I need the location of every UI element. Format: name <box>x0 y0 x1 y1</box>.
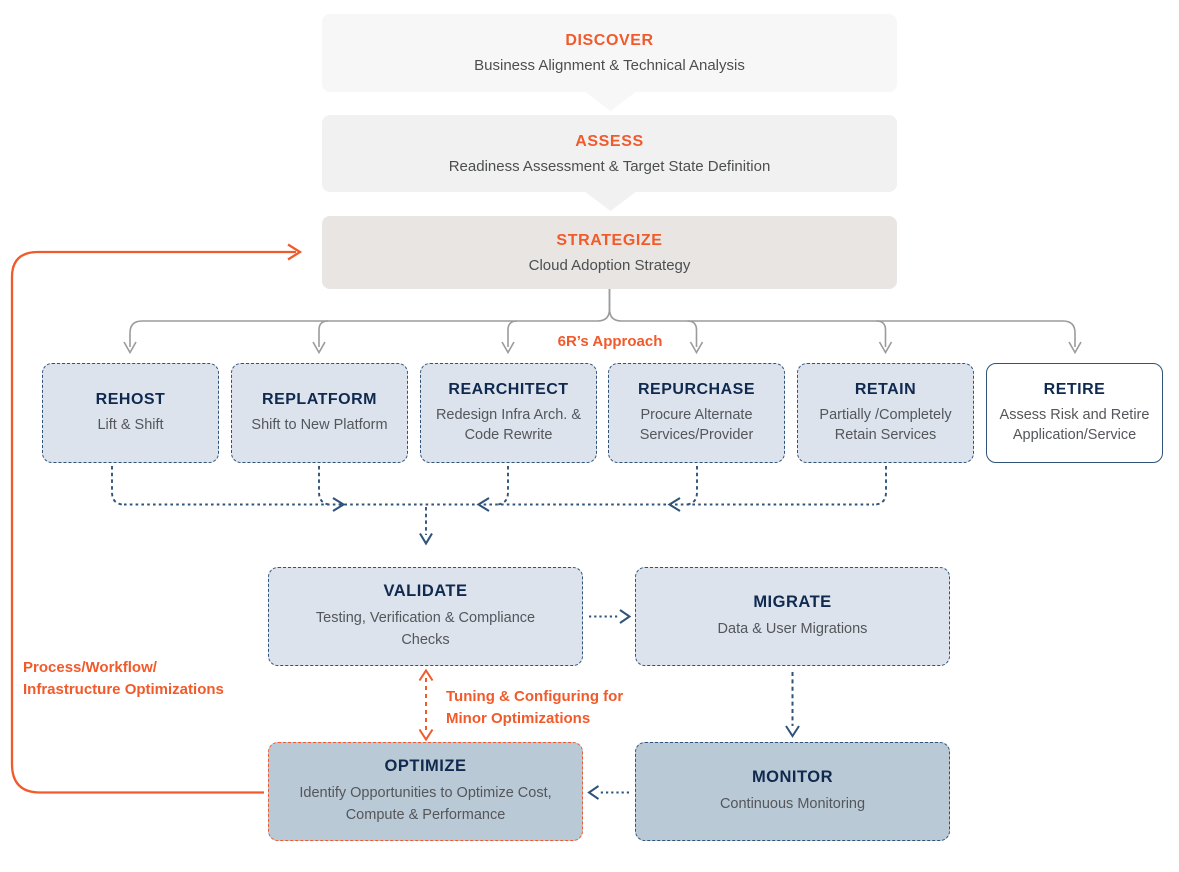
flow-arrows <box>587 609 800 800</box>
tuning-label-line2: Minor Optimizations <box>446 709 591 727</box>
optimize-subtitle: Identify Opportunities to Optimize Cost,… <box>299 785 552 823</box>
validate-subtitle: Testing, Verification & Compliance Check… <box>315 610 536 648</box>
optimize-box: OPTIMIZE Identify Opportunities to Optim… <box>268 742 583 841</box>
tuning-label: Tuning & Configuring for Minor Optimizat… <box>446 686 623 730</box>
repurchase-subtitle: Procure Alternate Services/Provider <box>639 406 754 443</box>
migrate-subtitle: Data & User Migrations <box>717 620 868 637</box>
rearchitect-subtitle: Redesign Infra Arch. & Code Rewrite <box>435 406 582 443</box>
retire-title: RETIRE <box>1043 380 1106 398</box>
replatform-box: REPLATFORM Shift to New Platform <box>231 363 408 463</box>
feedback-loop <box>10 243 303 794</box>
repurchase-title: REPURCHASE <box>637 380 755 398</box>
monitor-title: MONITOR <box>751 767 834 786</box>
assess-subtitle: Readiness Assessment & Target State Defi… <box>448 157 771 175</box>
retain-title: RETAIN <box>854 380 917 398</box>
retain-box: RETAIN Partially /Completely Retain Serv… <box>797 363 974 463</box>
feedback-loop-label-line2: Infrastructure Optimizations <box>23 680 224 698</box>
retire-subtitle: Assess Risk and Retire Application/Servi… <box>999 406 1150 443</box>
converge-lines <box>111 466 887 546</box>
feedback-loop-label: Process/Workflow/ Infrastructure Optimiz… <box>23 657 224 701</box>
strategize-subtitle: Cloud Adoption Strategy <box>528 256 691 274</box>
replatform-title: REPLATFORM <box>262 390 377 408</box>
repurchase-box: REPURCHASE Procure Alternate Services/Pr… <box>608 363 785 463</box>
assess-box: ASSESS Readiness Assessment & Target Sta… <box>322 115 897 192</box>
rehost-title: REHOST <box>95 390 166 408</box>
rehost-subtitle: Lift & Shift <box>97 416 164 433</box>
rehost-box: REHOST Lift & Shift <box>42 363 219 463</box>
feedback-loop-label-line1: Process/Workflow/ <box>23 659 157 676</box>
discover-subtitle: Business Alignment & Technical Analysis <box>474 57 745 74</box>
retain-subtitle: Partially /Completely Retain Services <box>819 406 952 443</box>
assess-title: ASSESS <box>575 132 644 150</box>
funnel-tails <box>584 91 637 211</box>
migrate-title: MIGRATE <box>753 592 832 611</box>
strategize-title: STRATEGIZE <box>556 231 663 249</box>
discover-box: DISCOVER Business Alignment & Technical … <box>322 14 897 92</box>
six-r-approach-label: 6R’s Approach <box>557 333 663 350</box>
optimize-title: OPTIMIZE <box>384 757 467 776</box>
rearchitect-title: REARCHITECT <box>448 380 569 398</box>
validate-title: VALIDATE <box>383 582 468 601</box>
strategize-box: STRATEGIZE Cloud Adoption Strategy <box>322 216 897 289</box>
retire-box: RETIRE Assess Risk and Retire Applicatio… <box>986 363 1163 463</box>
replatform-subtitle: Shift to New Platform <box>251 416 388 433</box>
tuning-double-arrow <box>418 668 434 742</box>
validate-box: VALIDATE Testing, Verification & Complia… <box>268 567 583 666</box>
monitor-box: MONITOR Continuous Monitoring <box>635 742 950 841</box>
rearchitect-box: REARCHITECT Redesign Infra Arch. & Code … <box>420 363 597 463</box>
tuning-label-line1: Tuning & Configuring for <box>446 688 624 705</box>
monitor-subtitle: Continuous Monitoring <box>719 795 866 812</box>
discover-title: DISCOVER <box>565 32 654 49</box>
migrate-box: MIGRATE Data & User Migrations <box>635 567 950 666</box>
strategize-branch-lines <box>123 289 1082 355</box>
